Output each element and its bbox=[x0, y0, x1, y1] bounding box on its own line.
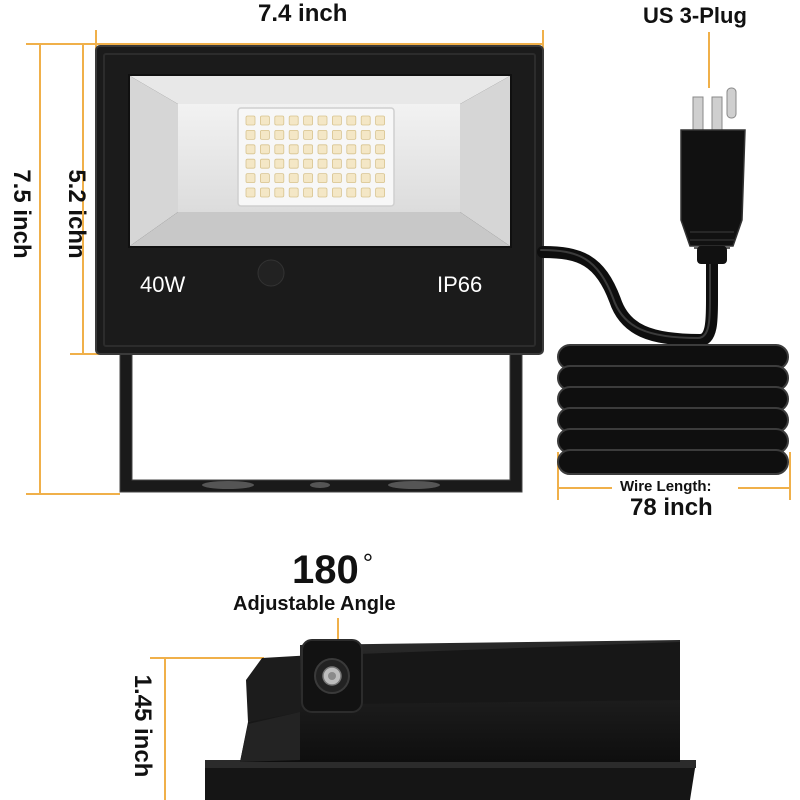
led-chip bbox=[331, 144, 342, 155]
led-chip bbox=[346, 144, 357, 155]
led-chip bbox=[375, 173, 386, 184]
total-height-dimension-line bbox=[26, 43, 120, 495]
led-chip bbox=[259, 144, 270, 155]
led-chip bbox=[317, 173, 328, 184]
cable-loop bbox=[557, 449, 789, 475]
led-chip-array bbox=[245, 115, 386, 198]
led-chip bbox=[360, 158, 371, 169]
led-chip bbox=[259, 158, 270, 169]
depth-dimension-line bbox=[150, 657, 264, 800]
led-chip bbox=[303, 129, 314, 140]
body-height-dimension-line bbox=[70, 44, 100, 355]
led-chip bbox=[375, 144, 386, 155]
width-label: 7.4 inch bbox=[258, 0, 348, 27]
led-chip bbox=[331, 129, 342, 140]
led-chip bbox=[375, 129, 386, 140]
led-chip bbox=[346, 115, 357, 126]
led-chip bbox=[346, 129, 357, 140]
led-chip bbox=[288, 115, 299, 126]
depth-label: 1.45 inch bbox=[129, 674, 156, 778]
led-chip bbox=[346, 158, 357, 169]
led-chip bbox=[360, 144, 371, 155]
led-chip bbox=[274, 173, 285, 184]
angle-label: Adjustable Angle bbox=[233, 593, 396, 615]
led-chip bbox=[317, 129, 328, 140]
led-chip bbox=[288, 129, 299, 140]
led-chip bbox=[331, 158, 342, 169]
wire-length-value: 78 inch bbox=[630, 494, 713, 521]
led-chip bbox=[346, 187, 357, 198]
led-chip bbox=[245, 187, 256, 198]
led-chip bbox=[331, 115, 342, 126]
led-chip bbox=[245, 144, 256, 155]
led-chip bbox=[274, 129, 285, 140]
led-chip bbox=[259, 115, 270, 126]
led-chip bbox=[303, 187, 314, 198]
led-chip bbox=[346, 173, 357, 184]
led-chip bbox=[274, 115, 285, 126]
led-chip bbox=[303, 173, 314, 184]
led-chip bbox=[303, 144, 314, 155]
ip-rating-label: IP66 bbox=[437, 272, 483, 297]
us-plug bbox=[680, 87, 746, 264]
power-cable bbox=[537, 246, 718, 347]
led-chip bbox=[288, 144, 299, 155]
led-chip bbox=[288, 158, 299, 169]
led-chip bbox=[288, 173, 299, 184]
flood-light-side bbox=[205, 639, 696, 800]
led-chip bbox=[259, 129, 270, 140]
led-chip bbox=[331, 187, 342, 198]
angle-value: 180° bbox=[292, 548, 373, 593]
led-chip bbox=[360, 129, 371, 140]
angle-number: 180 bbox=[292, 548, 359, 592]
led-chip bbox=[331, 173, 342, 184]
cable-coil bbox=[557, 344, 789, 475]
led-chip bbox=[317, 187, 328, 198]
wattage-label: 40W bbox=[140, 272, 186, 297]
led-chip bbox=[375, 187, 386, 198]
led-chip bbox=[317, 158, 328, 169]
wire-length-caption: Wire Length: bbox=[620, 478, 712, 495]
led-chip bbox=[375, 158, 386, 169]
led-chip bbox=[274, 187, 285, 198]
led-chip bbox=[288, 187, 299, 198]
led-chip bbox=[245, 129, 256, 140]
led-chip bbox=[274, 158, 285, 169]
led-chip bbox=[303, 115, 314, 126]
led-chip bbox=[259, 187, 270, 198]
led-chip bbox=[360, 187, 371, 198]
led-chip bbox=[274, 144, 285, 155]
led-chip bbox=[317, 115, 328, 126]
angle-degree-symbol: ° bbox=[362, 548, 374, 578]
led-chip bbox=[360, 173, 371, 184]
body-height-label: 5.2 ichn bbox=[63, 169, 90, 259]
led-chip bbox=[245, 173, 256, 184]
led-chip bbox=[259, 173, 270, 184]
led-chip bbox=[303, 158, 314, 169]
led-chip bbox=[375, 115, 386, 126]
led-chip bbox=[317, 144, 328, 155]
total-height-label: 7.5 inch bbox=[8, 169, 35, 259]
led-chip bbox=[245, 158, 256, 169]
plug-label: US 3-Plug bbox=[643, 3, 747, 28]
led-chip bbox=[245, 115, 256, 126]
led-chip bbox=[360, 115, 371, 126]
flood-light-front bbox=[95, 45, 544, 493]
